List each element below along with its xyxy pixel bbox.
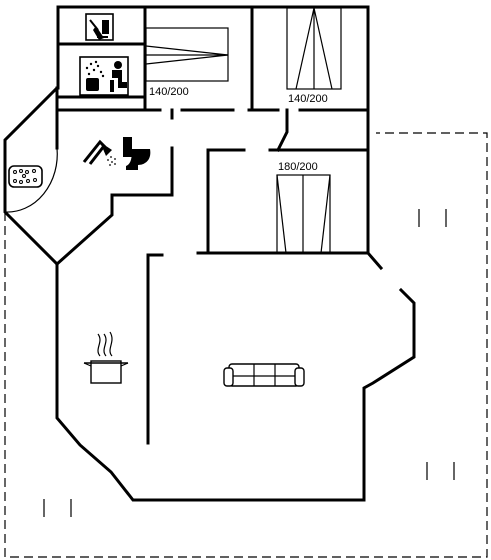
- bed-2-size-label: 140/200: [288, 93, 328, 105]
- bed-3-size-label: 180/200: [278, 161, 318, 173]
- vacuum-cleaner-icon: [85, 13, 114, 41]
- bed-1: 140/200: [145, 27, 229, 98]
- bed-1-size-label: 140/200: [149, 86, 189, 98]
- exterior-walls: [3, 5, 416, 502]
- cooking-pot-icon: [83, 331, 129, 384]
- bed-3: 180/200: [276, 161, 331, 254]
- terrace-posts: [43, 209, 455, 517]
- shower-icon: [82, 139, 116, 166]
- sofa-icon: [223, 363, 305, 387]
- terrace-outline: [4, 132, 488, 558]
- sauna-icon: [79, 56, 129, 96]
- bed-2: 140/200: [286, 7, 342, 105]
- hot-tub-icon: [8, 165, 43, 188]
- hot-tub-alcove: [4, 147, 58, 213]
- toilet-icon: [123, 137, 151, 170]
